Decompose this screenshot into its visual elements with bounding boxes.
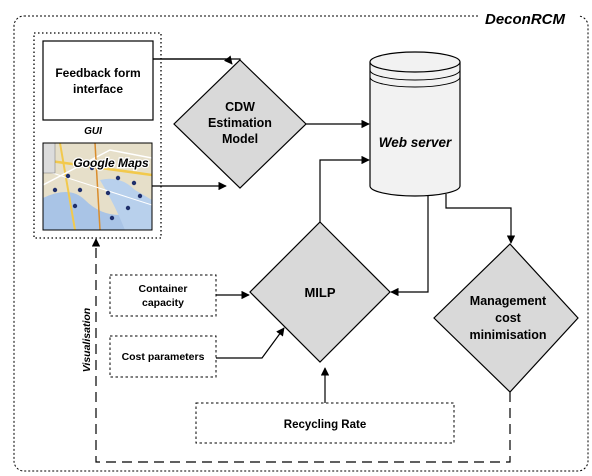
recycling-rate-box — [195, 402, 455, 444]
arrow-milp-to-server — [319, 155, 370, 222]
arrow-server-to-management — [445, 194, 516, 244]
container-capacity-box — [109, 274, 217, 317]
deconrcm-frame — [13, 15, 589, 472]
system-title: DeconRCM — [485, 11, 566, 28]
cdw-label-line2: Estimation — [208, 116, 272, 130]
feedback-form-label-line2: interface — [73, 82, 123, 96]
google-maps-label: Google Maps — [73, 156, 149, 170]
map-thumbnail-icon — [43, 143, 152, 230]
web-server-cylinder — [369, 51, 461, 197]
feedback-form-label-line1: Feedback form — [55, 66, 140, 80]
gui-container — [33, 32, 162, 239]
arrow-feedback-cdw-path — [153, 55, 233, 65]
visualisation-label: Visualisation — [81, 308, 93, 372]
container-capacity-line2: capacity — [142, 297, 184, 309]
cdw-estimation-diamond — [173, 59, 307, 189]
gui-label: GUI — [84, 126, 102, 137]
cost-parameters-label: Cost parameters — [122, 351, 205, 363]
feedback-form-box — [42, 40, 154, 121]
container-capacity-line1: Container — [138, 283, 187, 295]
management-label-line3: minimisation — [469, 328, 546, 342]
cost-parameters-box — [109, 335, 217, 378]
arrow-server-to-milp — [390, 196, 429, 297]
recycling-rate-label: Recycling Rate — [284, 419, 366, 431]
management-label-line1: Management — [470, 294, 547, 308]
cdw-label-line1: CDW — [225, 100, 255, 114]
cdw-label-line3: Model — [222, 132, 258, 146]
web-server-label: Web server — [379, 135, 452, 150]
visualisation-loop — [91, 238, 511, 463]
arrow-cost-to-milp — [216, 327, 285, 359]
management-label-line2: cost — [495, 311, 522, 325]
milp-label: MILP — [304, 285, 335, 300]
milp-diamond — [249, 221, 391, 363]
